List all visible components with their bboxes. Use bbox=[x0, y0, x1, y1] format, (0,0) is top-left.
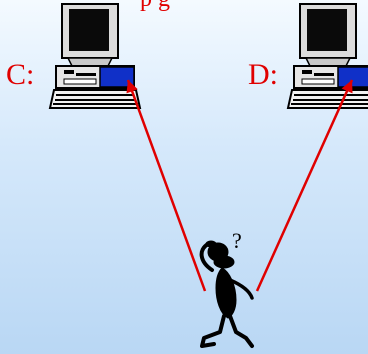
arrow-to-drive-d bbox=[255, 79, 354, 292]
arrow-to-drive-c bbox=[126, 79, 207, 292]
right-computer-icon bbox=[287, 3, 368, 109]
drive-c-label: C: bbox=[6, 58, 35, 91]
svg-text:?: ? bbox=[232, 228, 242, 253]
drive-d-label: D: bbox=[248, 58, 278, 91]
confused-person-icon: ? bbox=[199, 228, 254, 348]
cut-off-title-text: p g bbox=[140, 0, 170, 11]
left-computer-icon bbox=[49, 3, 141, 109]
